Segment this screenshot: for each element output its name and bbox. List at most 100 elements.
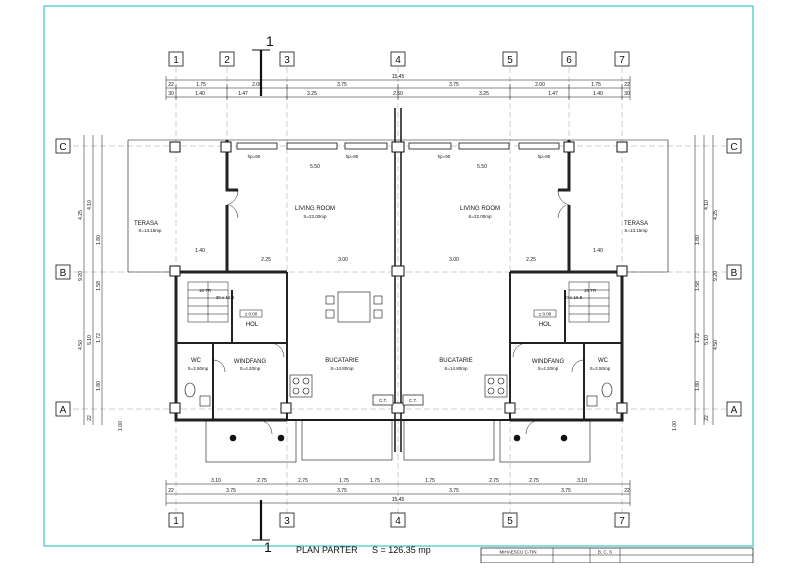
axis-label: 4 — [395, 55, 401, 66]
window-width-right: 1.40 — [593, 248, 603, 254]
dim-label: 3.75 — [337, 82, 347, 88]
dim-label: 3.75 — [561, 488, 571, 494]
level-label-right: ± 0.00 — [539, 312, 552, 317]
dim-right-labels: 4.25 4.10 9.20 1.80 1.58 1.72 5.10 4.50 … — [672, 200, 719, 431]
room-area-living-left: S=22.00mp — [303, 214, 327, 219]
dim-label: 2.75 — [298, 478, 308, 484]
axis-bubble-7-bottom: 7 — [614, 512, 630, 528]
axis-bubble-1-top: 1 — [168, 51, 184, 67]
axis-label: 6 — [566, 55, 572, 66]
dim-label: 22 — [704, 415, 710, 421]
room-name-hall-right: HOL — [539, 322, 552, 328]
room-name-kitchen-right: BUCATARIE — [439, 358, 472, 364]
dim-top-row1: 22 1.75 2.00 3.75 3.75 2.00 1.75 22 — [168, 82, 630, 88]
side-axis-bubbles: C B A C B A — [55, 138, 742, 417]
dim-label: 22 — [87, 415, 93, 421]
dim-label: 1.75 — [370, 478, 380, 484]
dim-label: 3.10 — [577, 478, 587, 484]
dim-bottom-row1: 3.10 2.75 2.75 1.75 1.75 1.75 2.75 2.75 … — [211, 478, 587, 484]
dim-label: 1.40 — [593, 91, 603, 97]
bottom-axis-bubbles: 1 3 4 5 7 — [168, 512, 630, 528]
axis-bubble-1-bottom: 1 — [168, 512, 184, 528]
axis-label: 7 — [619, 516, 625, 527]
axis-label: 5 — [507, 516, 513, 527]
dining-table-left — [325, 291, 383, 323]
interior-walls — [176, 272, 622, 421]
room-name-terrace-left: TERASA — [134, 221, 158, 227]
axis-label: B — [60, 268, 67, 279]
dim-label: 30 — [168, 91, 174, 97]
room-area-terrace-left: S=13.15mp — [138, 228, 162, 233]
exterior-walls — [174, 140, 624, 422]
dim-label: 2.75 — [529, 478, 539, 484]
axis-bubble-2-top: 2 — [219, 51, 235, 67]
hp-label-right: hp=90 — [538, 154, 551, 159]
dim-bottom-row2: 22 3.75 3.75 3.75 3.75 22 — [168, 488, 630, 494]
stamp-author: MIHAESCU C-TIN — [500, 550, 537, 555]
hp-label-right-2: hp=90 — [438, 154, 451, 159]
axis-label: B — [731, 268, 738, 279]
dim-label: 4.25 — [78, 210, 84, 220]
dim-label: 1.75 — [425, 478, 435, 484]
dim-label: 3.10 — [211, 478, 221, 484]
terrace-outline — [127, 139, 669, 273]
mid-dim-left: 3.00 — [338, 257, 348, 263]
dim-label: 1.75 — [339, 478, 349, 484]
axis-bubble-A-right: A — [726, 401, 742, 417]
section-marker-top: 1 — [252, 33, 274, 96]
axis-bubble-B-left: B — [55, 264, 71, 280]
axis-bubble-7-top: 7 — [614, 51, 630, 67]
section-marker-bottom: 1 — [252, 500, 272, 555]
room-labels: LIVING ROOM S=22.00mp LIVING ROOM S=22.0… — [134, 206, 648, 371]
plan-title: PLAN PARTER — [296, 545, 358, 555]
dim-label: 1.47 — [548, 91, 558, 97]
axis-bubble-4-top: 4 — [390, 51, 406, 67]
dim-label: 4.25 — [713, 210, 719, 220]
axis-bubble-5-bottom: 5 — [502, 512, 518, 528]
stove-left — [289, 374, 313, 398]
hp-label-left: hp=90 — [248, 154, 261, 159]
axis-bubble-5-top: 5 — [502, 51, 518, 67]
stair-left — [187, 281, 229, 323]
misc-annotations: hp=90 hp=90 hp=90 hp=90 5.50 5.50 3.00 3… — [195, 154, 603, 318]
dim-bottom-total: 15.45 — [392, 497, 405, 503]
room-name-living-right: LIVING ROOM — [460, 206, 500, 212]
room-area-kitchen-right: S=14.80mp — [444, 366, 468, 371]
dim-label: 3.25 — [479, 91, 489, 97]
side-dimension-lines — [83, 135, 714, 425]
dim-label: 3.75 — [226, 488, 236, 494]
top-dimensions — [165, 76, 631, 100]
axis-label: 1 — [173, 55, 179, 66]
level-label-left: ± 0.00 — [245, 312, 258, 317]
axis-bubble-B-right: B — [726, 264, 742, 280]
dim-label: 1.58 — [695, 281, 701, 291]
room-name-kitchen-left: BUCATARIE — [325, 358, 358, 364]
stairs-dim-left: 30 x 16.8 — [216, 295, 235, 300]
dim-label: 1.72 — [695, 333, 701, 343]
dim-top-row2: 30 1.40 1.47 3.25 2.50 3.25 1.47 1.40 30 — [168, 91, 630, 97]
dim-label: 22 — [624, 82, 630, 88]
room-area-windfang-right: S=4.20mp — [538, 366, 559, 371]
axis-bubble-3-top: 3 — [279, 51, 295, 67]
dim-label: 1.00 — [118, 421, 124, 431]
axis-label: A — [731, 405, 738, 416]
axis-bubble-C-left: C — [55, 138, 71, 154]
dim-label: 4.10 — [704, 200, 710, 210]
room-name-windfang-right: WINDFANG — [532, 359, 565, 365]
dim-label: 1.40 — [195, 91, 205, 97]
party-wall — [394, 108, 402, 452]
dim-label: 1.80 — [695, 381, 701, 391]
axis-bubble-3-bottom: 3 — [279, 512, 295, 528]
dim-label: 1.72 — [96, 333, 102, 343]
living-width-right: 5.50 — [477, 164, 487, 170]
dim-label: 5.10 — [704, 335, 710, 345]
stair-width-right: 2.25 — [526, 257, 536, 263]
dim-label: 1.75 — [591, 82, 601, 88]
sheet-frame — [43, 5, 754, 547]
axis-label: 3 — [284, 55, 290, 66]
room-name-wc-right: WC — [598, 358, 609, 364]
dim-label: 1.75 — [196, 82, 206, 88]
dim-label: 4.50 — [78, 340, 84, 350]
entry-porches — [205, 419, 591, 463]
door-swings — [212, 189, 585, 435]
